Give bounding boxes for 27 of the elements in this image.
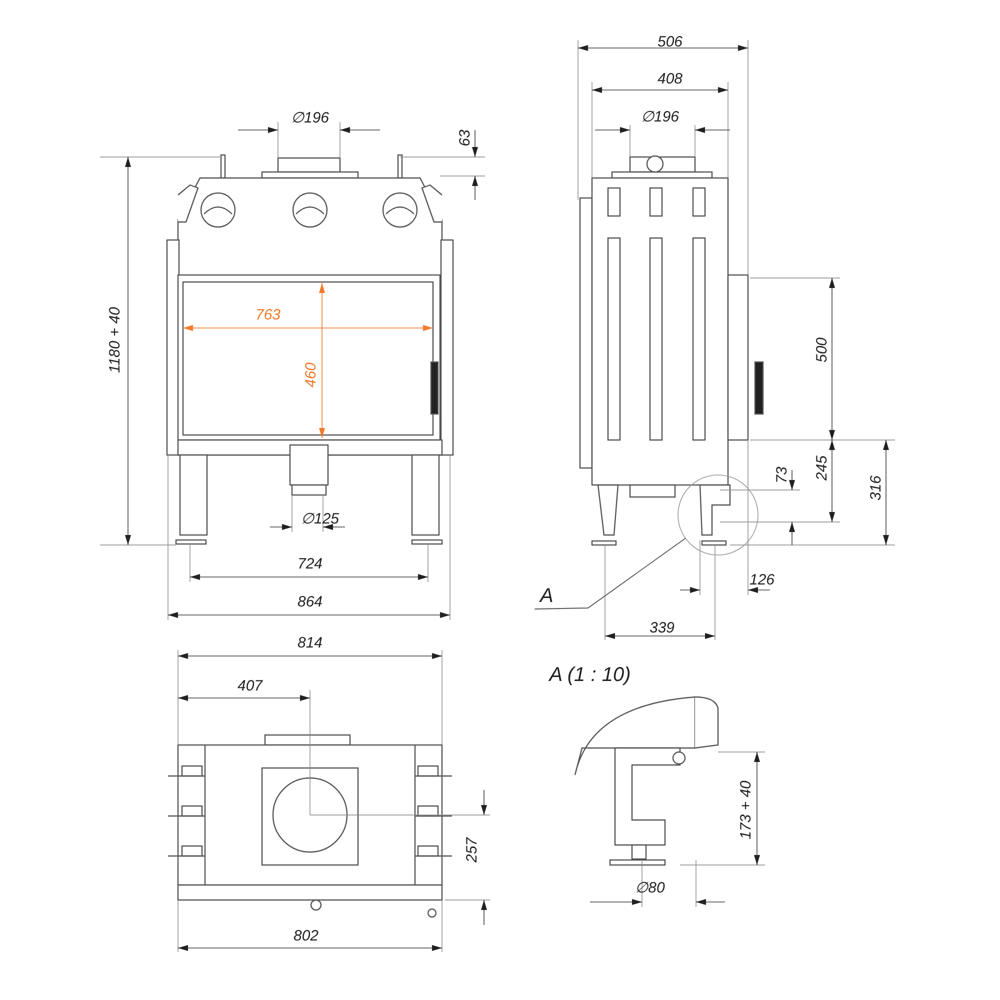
dimension-label: ∅80 (635, 880, 665, 896)
dimension-label: 763 (255, 308, 281, 322)
dimension-label: ∅196 (640, 110, 680, 124)
detail-circle (678, 474, 758, 556)
dimension-label: 408 (657, 72, 683, 86)
dimension-label: 407 (237, 678, 263, 694)
leader-line (534, 538, 686, 610)
dimension-label: 73 (774, 466, 790, 484)
dimension-label: 63 (458, 130, 472, 146)
dimension-label: 500 (814, 337, 830, 363)
dimension-label: A (1 : 10) (549, 665, 631, 685)
dimension-label: 802 (293, 928, 319, 944)
dimension-label: 1180 + 40 (108, 306, 122, 374)
dimension-label: 460 (304, 362, 318, 388)
dimension-label: 864 (297, 594, 323, 610)
dimension-label: 126 (749, 572, 775, 588)
detail-marker: A (540, 586, 554, 606)
dimension-label: ∅125 (300, 512, 340, 526)
dimension-label: 339 (649, 620, 675, 636)
dimension-label: 316 (868, 475, 884, 501)
dimension-label: 506 (657, 34, 683, 50)
dimension-label: ∅196 (290, 110, 330, 126)
dimension-label: 724 (297, 556, 323, 572)
dimension-label: 173 + 40 (738, 780, 754, 840)
dimension-label: 814 (297, 636, 323, 650)
dimension-label: 245 (814, 455, 830, 481)
dimension-label: 257 (464, 837, 480, 863)
